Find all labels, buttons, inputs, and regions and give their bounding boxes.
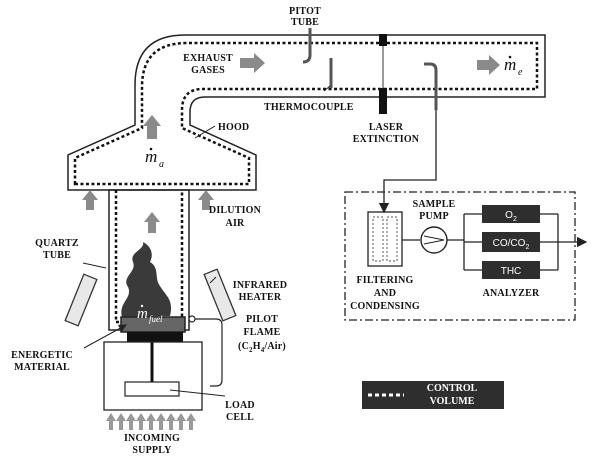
- o2-label: O2: [505, 210, 517, 223]
- sample-probe: [424, 62, 438, 110]
- label-exhaust-2: GASES: [191, 65, 225, 76]
- label-hood: HOOD: [218, 122, 249, 133]
- svg-text:fuel: fuel: [149, 314, 163, 324]
- label-filtering-1: FILTERING: [356, 275, 413, 286]
- svg-text:m: m: [504, 55, 516, 74]
- math-m-fuel: m fuel: [137, 304, 163, 324]
- label-dilution-2: AIR: [226, 218, 246, 229]
- sample-pump: [420, 226, 448, 254]
- hood-inlet-arrow: [143, 115, 161, 139]
- label-load-1: LOAD: [225, 400, 255, 411]
- co-label: CO/CO2: [493, 238, 530, 251]
- label-incoming-1: INCOMING: [124, 433, 180, 444]
- label-infrared-2: HEATER: [239, 292, 282, 303]
- label-filtering-2: AND: [374, 288, 396, 299]
- outlet-arrow: [477, 55, 500, 75]
- label-pilot-3: (C2H4/Air): [238, 341, 286, 354]
- label-filtering-3: CONDENSING: [350, 301, 420, 312]
- svg-text:m: m: [137, 306, 148, 322]
- label-sample-1: SAMPLE: [413, 199, 456, 210]
- exhaust-arrow: [240, 53, 265, 73]
- sample-line: [378, 110, 437, 214]
- label-pilot-2: FLAME: [243, 327, 280, 338]
- leader-lines: [82, 85, 331, 397]
- label-pilot-1: PILOT: [246, 314, 278, 325]
- dilution-arrow-right: [198, 190, 214, 210]
- dilution-arrow-left: [82, 190, 98, 210]
- analyzer-system-box: [344, 191, 576, 321]
- math-m-e: m e: [504, 55, 523, 78]
- svg-text:m: m: [145, 147, 157, 166]
- math-m-a: m a: [145, 147, 164, 170]
- legend-label-2: VOLUME: [430, 396, 475, 407]
- label-infrared-1: INFRARED: [233, 280, 287, 291]
- label-laser-2: EXTINCTION: [353, 134, 420, 145]
- label-energetic-2: MATERIAL: [14, 362, 70, 373]
- label-analyzer: ANALYZER: [483, 288, 540, 299]
- co-analyzer-box: [482, 232, 540, 252]
- label-dilution-1: DILUTION: [209, 205, 262, 216]
- label-thermocouple: THERMOCOUPLE: [264, 102, 354, 113]
- label-pitot-1: PITOT: [289, 6, 321, 17]
- label-load-2: CELL: [226, 412, 254, 423]
- svg-text:e: e: [518, 67, 523, 78]
- column-arrow: [144, 212, 160, 233]
- exhaust-duct: [67, 34, 546, 191]
- laser-extinction: [379, 34, 387, 114]
- load-cell-enclosure: [103, 341, 203, 411]
- label-sample-2: PUMP: [419, 211, 449, 222]
- label-quartz-2: TUBE: [43, 250, 71, 261]
- legend-label-1: CONTROL: [427, 383, 478, 394]
- o2-analyzer-box: [482, 205, 540, 223]
- pilot-flame-line: [188, 315, 223, 387]
- svg-text:a: a: [159, 159, 164, 170]
- legend: [362, 381, 504, 409]
- label-pitot-2: TUBE: [291, 17, 319, 28]
- gray-flow-arrows: [82, 53, 500, 233]
- label-laser-1: LASER: [369, 122, 404, 133]
- incoming-supply-arrows: [106, 413, 196, 430]
- load-cell: [124, 381, 180, 397]
- label-exhaust-1: EXHAUST: [183, 53, 233, 64]
- plume: [121, 242, 172, 317]
- thc-analyzer-box: [482, 261, 540, 279]
- label-energetic-1: ENERGETIC: [11, 350, 73, 361]
- label-quartz-1: QUARTZ: [35, 238, 79, 249]
- filter-condenser: [367, 211, 403, 267]
- thc-label: THC: [501, 266, 522, 277]
- sample-holder: [127, 332, 183, 342]
- label-incoming-2: SUPPLY: [132, 445, 172, 456]
- infrared-heaters: [64, 268, 237, 327]
- pitot-tube: [302, 28, 312, 64]
